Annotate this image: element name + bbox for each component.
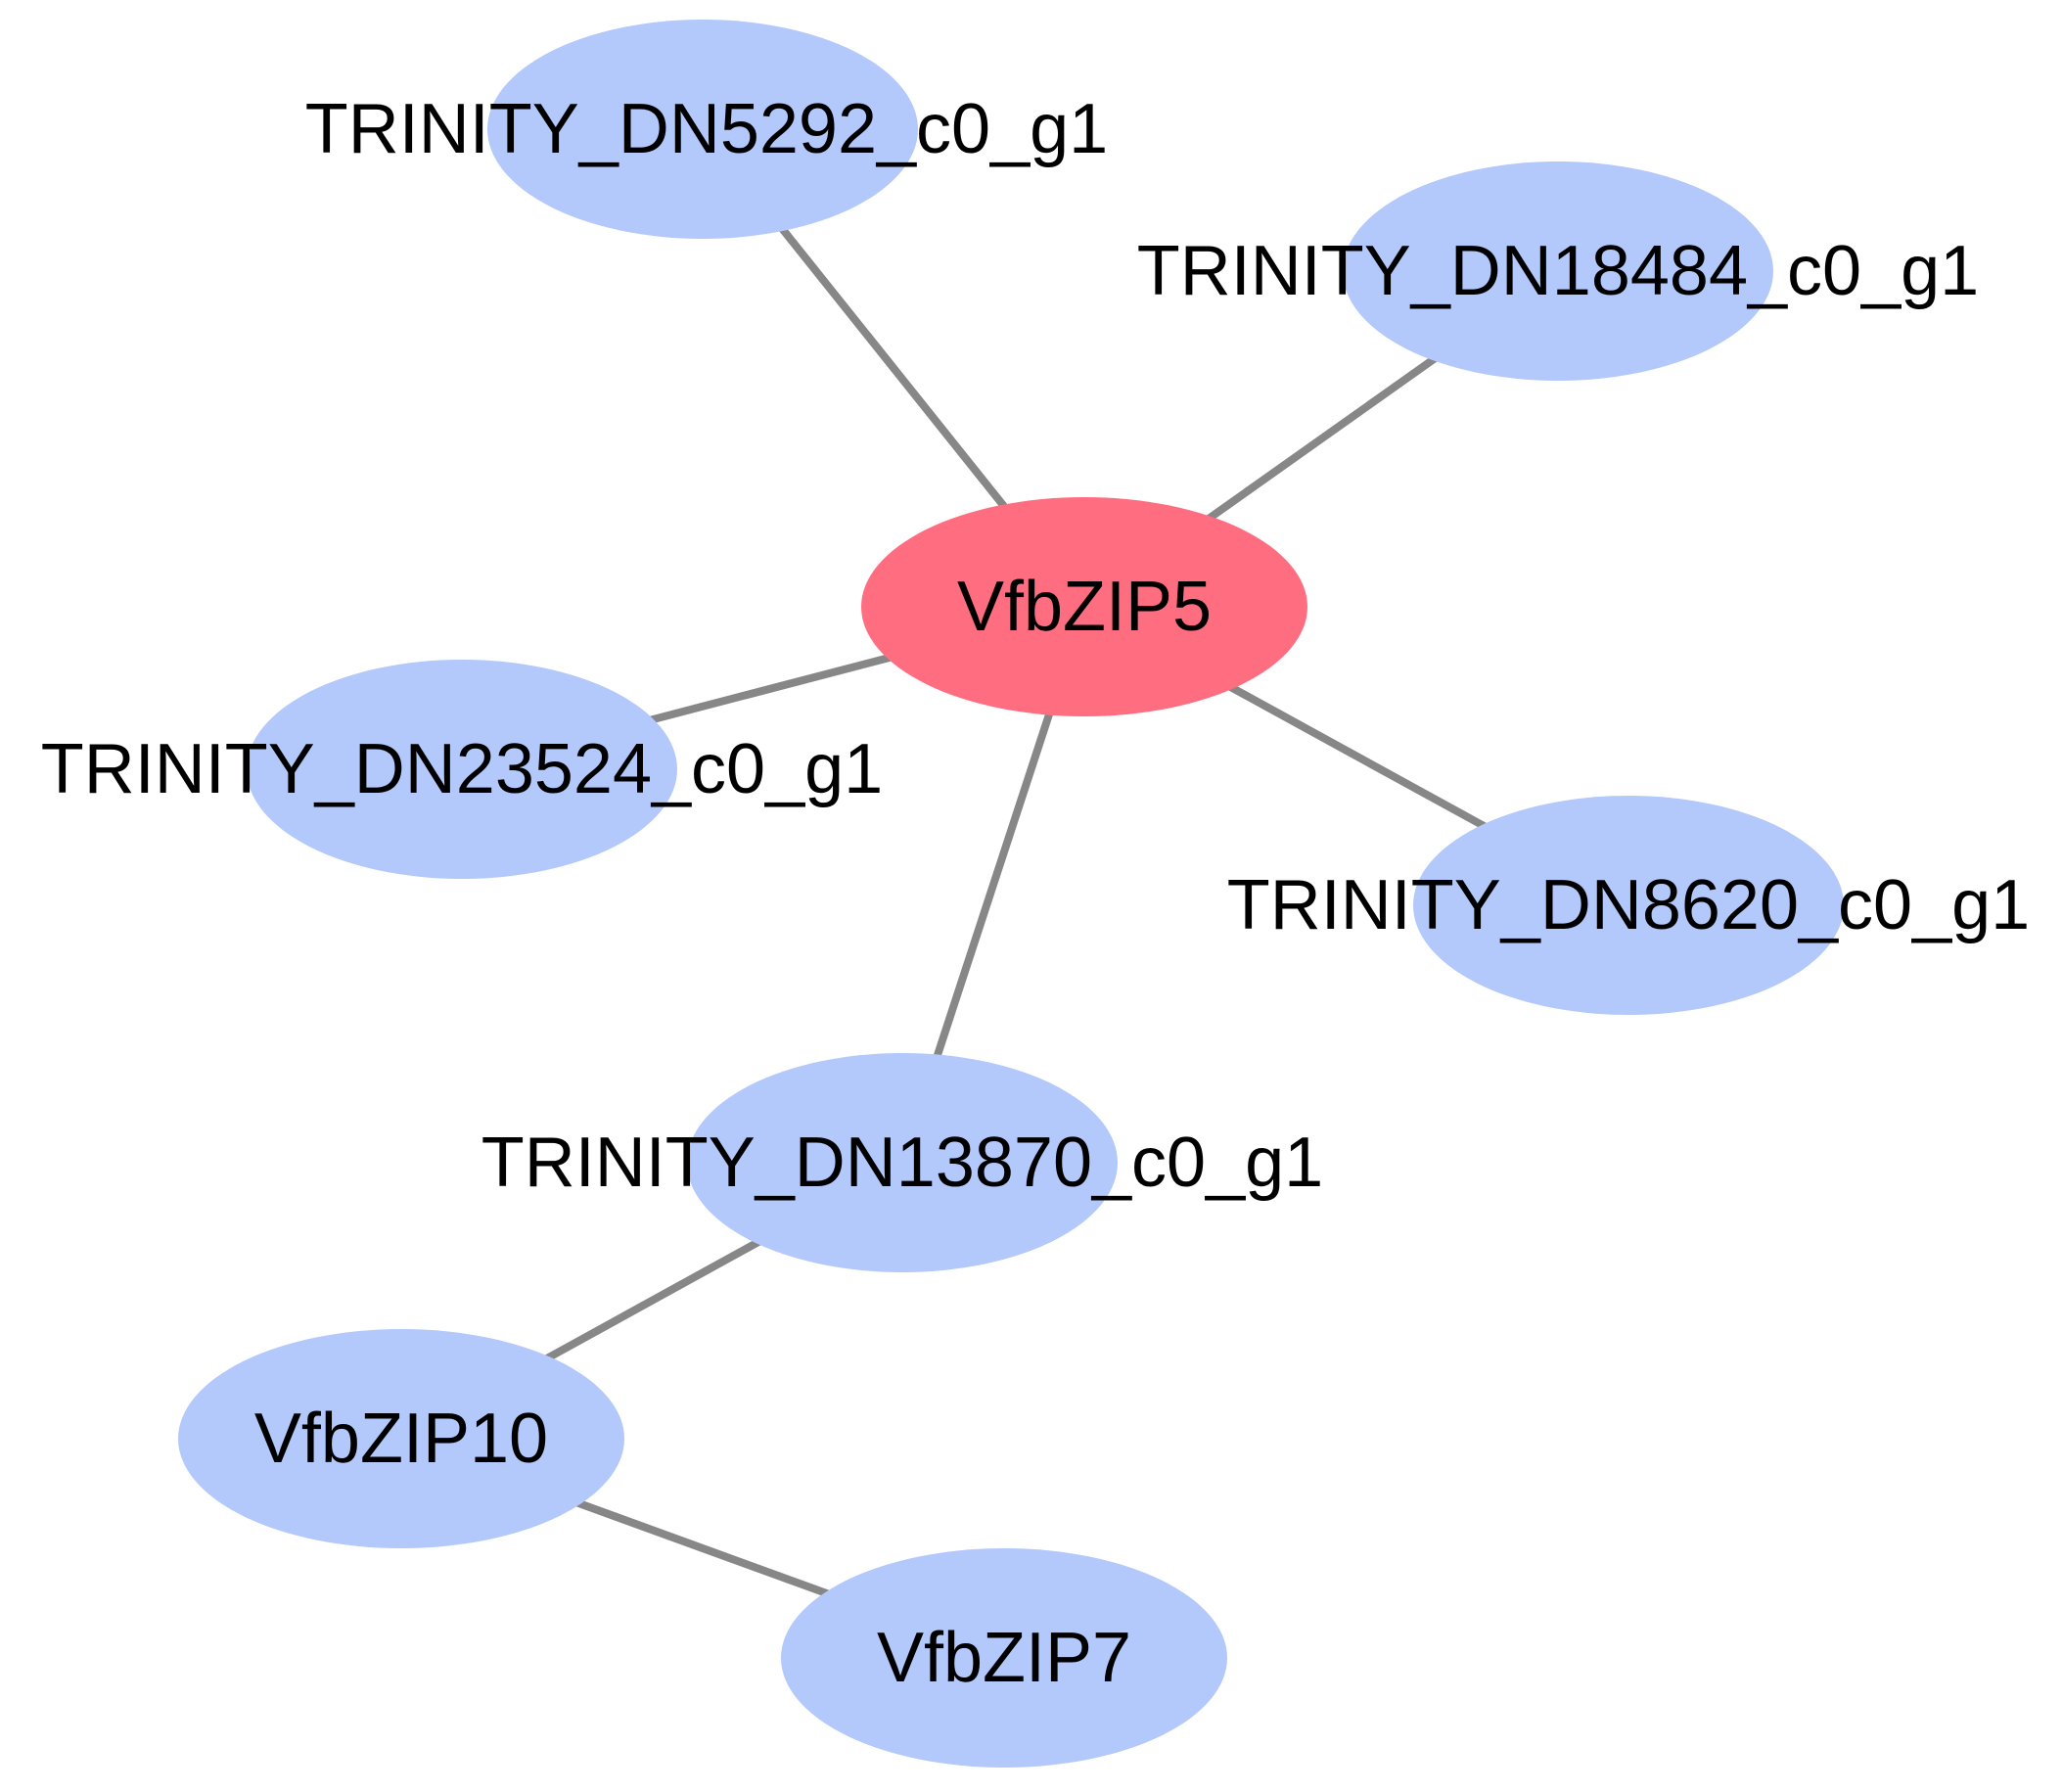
node-ellipse-zip10[interactable]	[178, 1329, 624, 1548]
node-zip7[interactable]: VfbZIP7	[781, 1548, 1227, 1768]
node-label-hub: VfbZIP5	[957, 568, 1212, 646]
node-zip10[interactable]: VfbZIP10	[178, 1329, 624, 1548]
nodes-layer: VfbZIP5 TRINITY_DN5292_c0_g1TRINITY_DN184…	[41, 20, 2030, 1768]
node-hub[interactable]: VfbZIP5	[861, 497, 1307, 716]
node-label-zip10: VfbZIP10	[254, 1400, 548, 1478]
node-ellipse-dn8620[interactable]	[1413, 796, 1844, 1015]
node-label-dn18484: TRINITY_DN18484_c0_g1	[1137, 232, 1979, 310]
node-dn5292[interactable]: TRINITY_DN5292_c0_g1	[305, 20, 1108, 239]
node-dn18484[interactable]: TRINITY_DN18484_c0_g1	[1137, 161, 1979, 381]
node-ellipse-zip7[interactable]	[781, 1548, 1227, 1768]
node-dn23524[interactable]: TRINITY_DN23524_c0_g1	[41, 660, 883, 879]
node-ellipse-dn18484[interactable]	[1343, 161, 1773, 381]
node-label-dn8620: TRINITY_DN8620_c0_g1	[1227, 866, 2030, 944]
node-label-dn5292: TRINITY_DN5292_c0_g1	[305, 90, 1108, 168]
node-ellipse-dn5292[interactable]	[487, 20, 918, 239]
node-label-dn13870: TRINITY_DN13870_c0_g1	[481, 1124, 1323, 1202]
node-dn13870[interactable]: TRINITY_DN13870_c0_g1	[481, 1053, 1323, 1272]
node-ellipse-dn23524[interactable]	[247, 660, 677, 879]
node-ellipse-hub[interactable]	[861, 497, 1307, 716]
node-ellipse-dn13870[interactable]	[687, 1053, 1118, 1272]
node-dn8620[interactable]: TRINITY_DN8620_c0_g1	[1227, 796, 2030, 1015]
node-label-dn23524: TRINITY_DN23524_c0_g1	[41, 730, 883, 808]
node-label-zip7: VfbZIP7	[877, 1619, 1131, 1697]
